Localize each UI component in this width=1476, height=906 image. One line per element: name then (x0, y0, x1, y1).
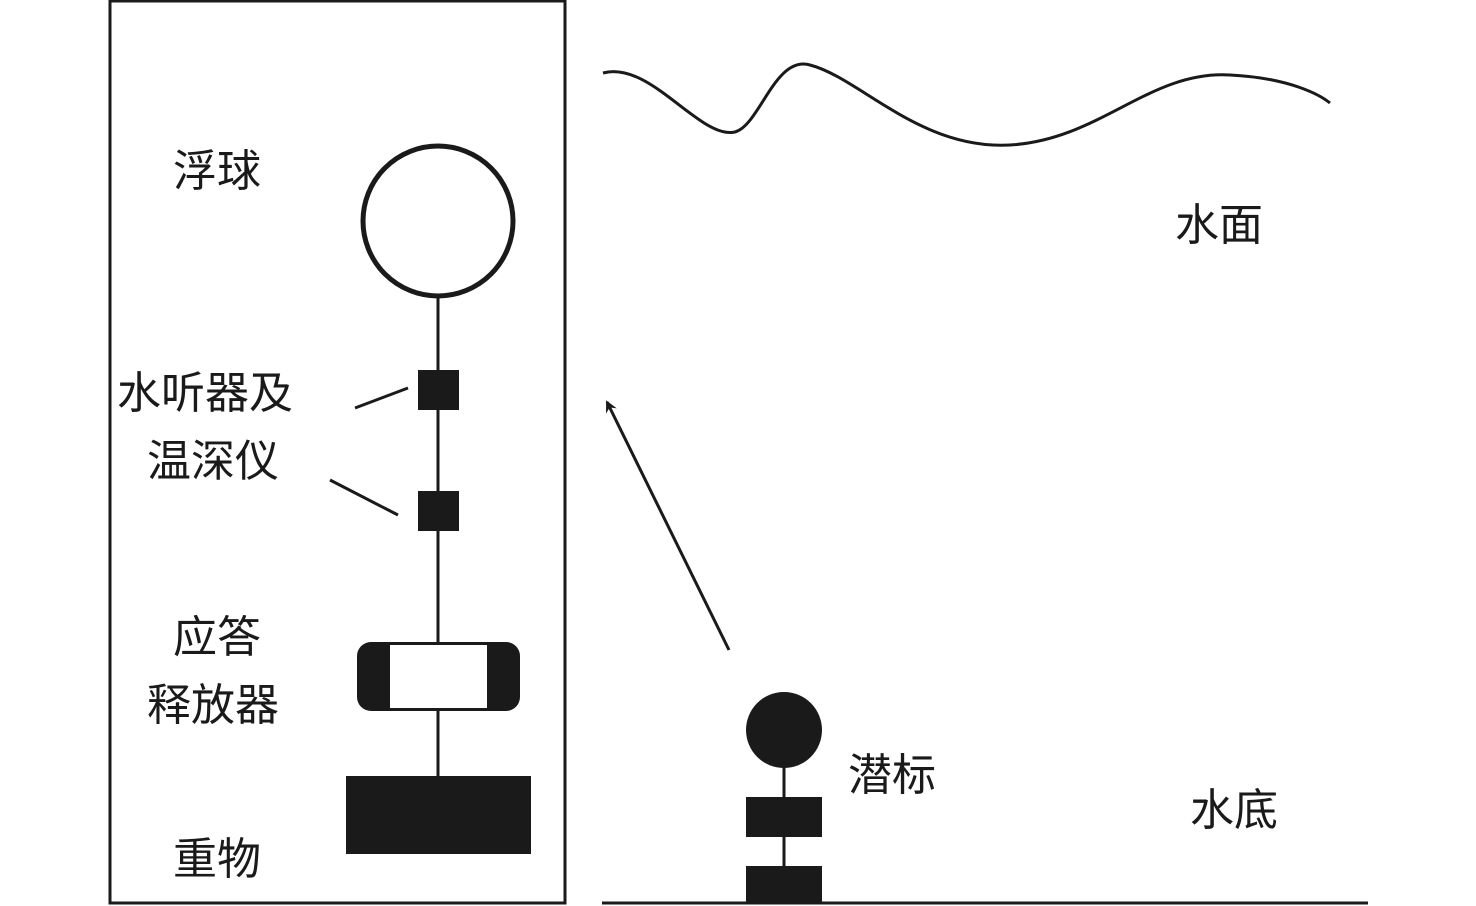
float-sphere (360, 143, 516, 299)
acoustic-release (357, 642, 520, 711)
detail-frame (108, 0, 567, 905)
label-subsurface-buoy: 潜标 (848, 750, 936, 801)
hydrophone-1 (418, 370, 459, 410)
label-hydrophone-1: 水听器及 (117, 368, 293, 419)
water-surface-wave (602, 62, 1331, 147)
pointer-line-1 (354, 386, 409, 410)
zoom-arrow (605, 400, 731, 651)
label-weight: 重物 (173, 834, 261, 885)
anchor-weight (346, 776, 531, 854)
label-hydrophone-2: 温深仪 (147, 436, 279, 487)
subsurface-buoy (746, 692, 822, 903)
hydrophone-2 (418, 491, 459, 531)
label-water-surface: 水面 (1175, 200, 1263, 251)
label-release-2: 释放器 (147, 680, 279, 731)
label-release-1: 应答 (173, 612, 261, 663)
label-seabed: 水底 (1190, 785, 1278, 836)
pointer-line-2 (329, 478, 399, 517)
label-float: 浮球 (173, 146, 261, 197)
